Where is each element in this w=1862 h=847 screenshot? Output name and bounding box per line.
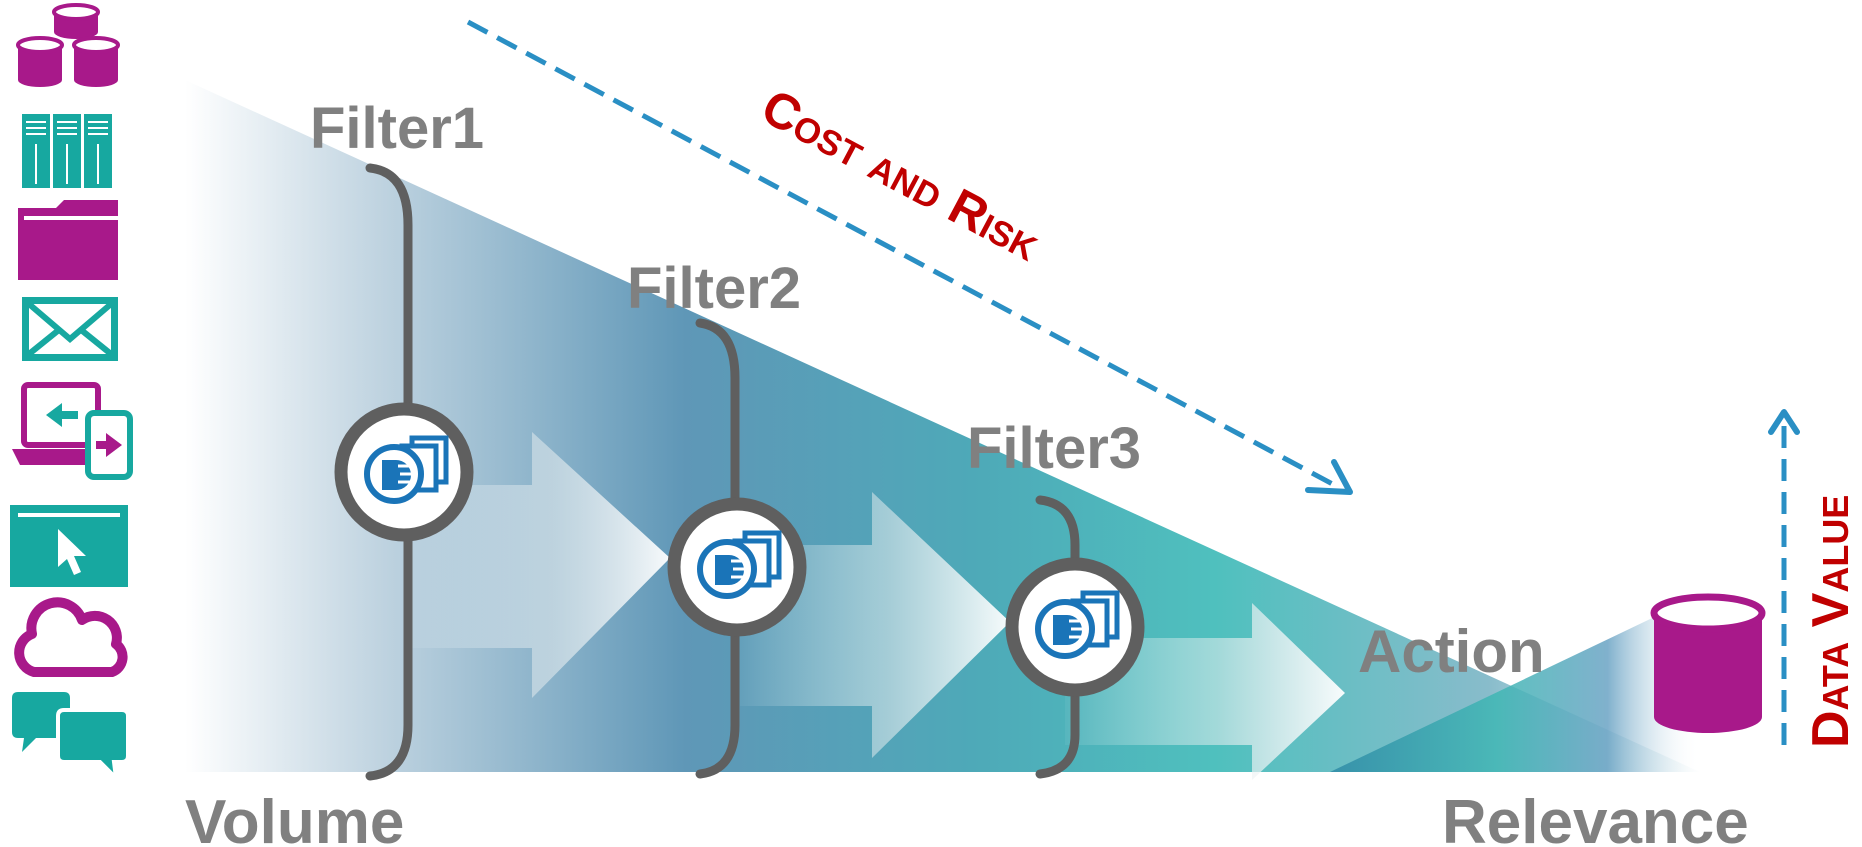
database-icon xyxy=(1650,593,1766,733)
filter1-node xyxy=(334,402,474,542)
filter3-label: Filter3 xyxy=(967,416,1141,481)
relevance-axis-label: Relevance xyxy=(1442,788,1749,847)
cost-risk-label: Cost and Risk xyxy=(753,78,1050,271)
document-filter-icon xyxy=(1035,590,1120,659)
filter3-node xyxy=(1005,557,1145,697)
web-click-icon xyxy=(10,505,128,587)
filter1-bracket xyxy=(365,163,413,781)
flow-arrow-1 xyxy=(410,432,670,698)
flow-arrow-2 xyxy=(740,492,1010,758)
filter2-label: Filter2 xyxy=(627,256,801,321)
data-value-label: Data Value xyxy=(1802,495,1860,748)
relevance-wedge xyxy=(1330,600,1720,772)
server-rack-icon xyxy=(22,114,112,188)
folder-icon xyxy=(18,200,118,280)
action-label: Action xyxy=(1358,618,1545,685)
document-filter-icon xyxy=(364,435,449,504)
data-value-arrow xyxy=(1768,409,1800,745)
databases-icon xyxy=(16,3,120,87)
volume-axis-label: Volume xyxy=(185,788,404,847)
chat-icon xyxy=(12,692,130,784)
cloud-icon xyxy=(14,597,128,677)
cost-risk-arrow xyxy=(466,19,1353,495)
document-filter-icon xyxy=(697,530,782,599)
filter2-node xyxy=(667,497,807,637)
devices-sync-icon xyxy=(12,382,133,480)
filter1-label: Filter1 xyxy=(310,96,484,161)
email-icon xyxy=(22,297,118,361)
